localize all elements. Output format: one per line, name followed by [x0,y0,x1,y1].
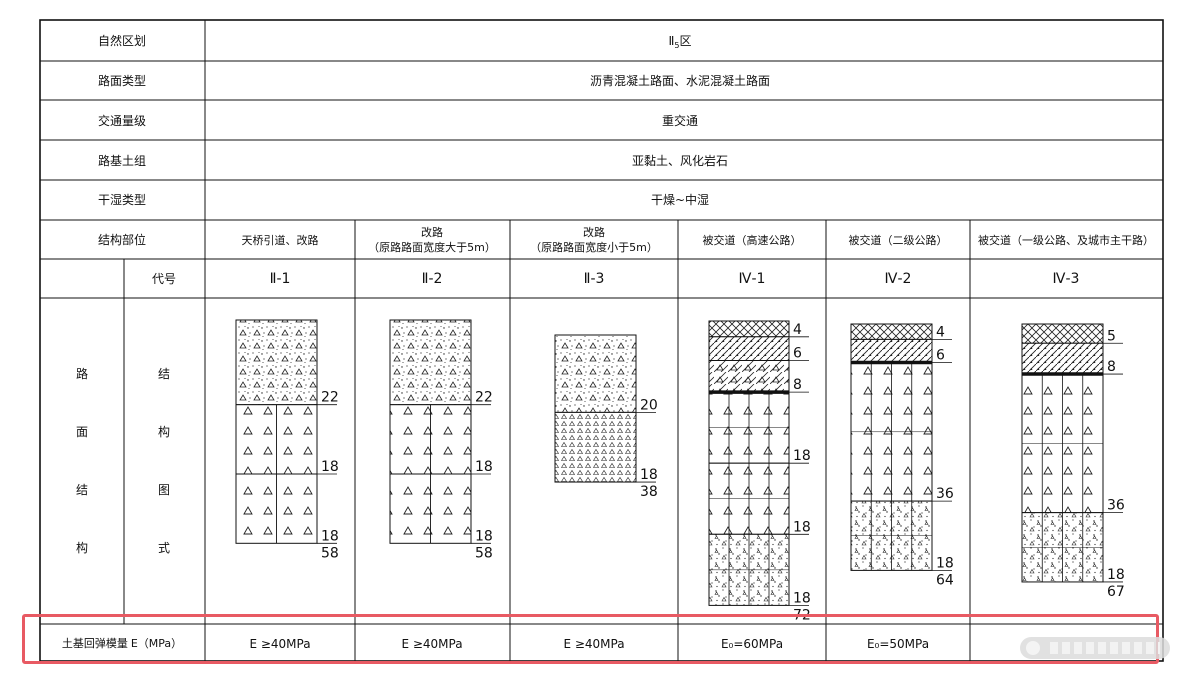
total-thickness-label: 67 [1107,584,1125,600]
total-thickness-label: 64 [936,572,954,588]
traffic-label: 交通量级 [98,113,146,128]
col-structure-label: 被交道（一级公路、及城市主干路） [978,233,1154,247]
diagram-right-char: 图 [158,483,170,497]
highlight-frame [22,614,1159,664]
total-thickness-label: 38 [640,484,658,500]
region-label: 自然区划 [98,33,146,48]
col-structure-label: 被交道（二级公路） [849,233,948,247]
layer-thickness-label: 18 [640,467,658,483]
pavement-layer [708,320,790,338]
layer-thickness-label: 18 [475,528,493,544]
pavement-layer [554,411,637,483]
col-structure-label: 改路 [583,225,605,239]
layer-thickness-label: 18 [321,528,339,544]
col-structure-label: 被交道（高速公路） [703,233,802,247]
layer-thickness-label: 36 [1107,498,1125,514]
col-code: Ⅱ-2 [422,271,443,287]
col-structure-label: 天桥引道、改路 [242,233,319,247]
diagram-left-char: 构 [76,540,88,555]
diagram-left-char: 路 [76,366,88,381]
diagram-row-labels: 路 面 结 构 结 构 图 式 [76,366,170,555]
pavement-type-value: 沥青混凝土路面、水泥混凝土路面 [590,73,770,88]
col-structure-label: （原路路面宽度大于5m） [368,240,496,254]
layer-thickness-label: 22 [475,390,493,406]
layer-thickness-label: 18 [793,448,811,464]
layer-thickness-label: 4 [936,324,945,340]
subgrade-soil-value: 亚黏土、风化岩石 [632,153,728,168]
layer-thickness-label: 18 [793,519,811,535]
layer-thickness-label: 5 [1107,328,1116,344]
layer-thickness-label: 18 [475,459,493,475]
diagram-right-char: 构 [158,424,170,439]
pavement-layer [708,360,790,393]
pavement-diagrams: 2218185822181858201838468181818724636186… [235,319,1125,623]
layer-thickness-label: 18 [936,555,954,571]
col-code: Ⅳ-3 [1053,271,1080,287]
pavement-layer [850,338,933,363]
watermark-dot-icon [1026,641,1040,655]
layer-thickness-label: 6 [936,348,945,364]
moisture-value: 干燥~中湿 [651,192,709,207]
layer-thickness-label: 8 [793,377,802,393]
pavement-layer [235,319,318,406]
pavement-type-label: 路面类型 [98,73,146,88]
layer-thickness-label: 18 [321,459,339,475]
layer-thickness-label: 20 [640,397,658,413]
col-code: Ⅳ-1 [739,271,766,287]
watermark-badge [1020,637,1170,659]
subgrade-soil-label: 路基土组 [98,153,146,168]
traffic-value: 重交通 [662,113,698,128]
layer-thickness-label: 22 [321,390,339,406]
col-modulus: E ≥40MPa [249,637,310,651]
col-modulus: E₀=50MPa [867,637,929,651]
col-modulus: E ≥40MPa [401,637,462,651]
pavement-layer [1021,323,1104,344]
layer-thickness-label: 36 [936,486,954,502]
watermark-bars-icon [1050,642,1160,654]
diagram-left-char: 结 [76,483,88,497]
diagram-right-char: 式 [158,541,170,555]
layer-thickness-label: 8 [1107,359,1116,375]
total-thickness-label: 58 [475,545,493,561]
pavement-layer [1021,342,1104,375]
structure-label: 结构部位 [98,232,146,247]
pavement-layer [389,319,472,406]
layer-thickness-label: 6 [793,346,802,362]
total-thickness-label: 58 [321,545,339,561]
layer-thickness-label: 18 [1107,567,1125,583]
pavement-layer [850,323,933,340]
col-code: Ⅱ-1 [270,271,291,287]
code-label: 代号 [152,272,176,286]
col-code: Ⅱ-3 [584,271,605,287]
diagram-right-char: 结 [158,367,170,381]
col-code: Ⅳ-2 [885,271,912,287]
layer-thickness-label: 18 [793,590,811,606]
col-modulus: E ≥40MPa [563,637,624,651]
region-value: Ⅱ5区 [668,34,691,50]
pavement-layer [708,336,790,361]
col-modulus: E₀=60MPa [721,637,783,651]
col-structure-label: 改路 [421,225,443,239]
layer-thickness-label: 4 [793,322,802,338]
col-structure-label: （原路路面宽度小于5m） [530,240,658,254]
pavement-layer [554,334,637,413]
diagram-left-char: 面 [76,425,88,439]
moisture-label: 干湿类型 [98,192,146,207]
